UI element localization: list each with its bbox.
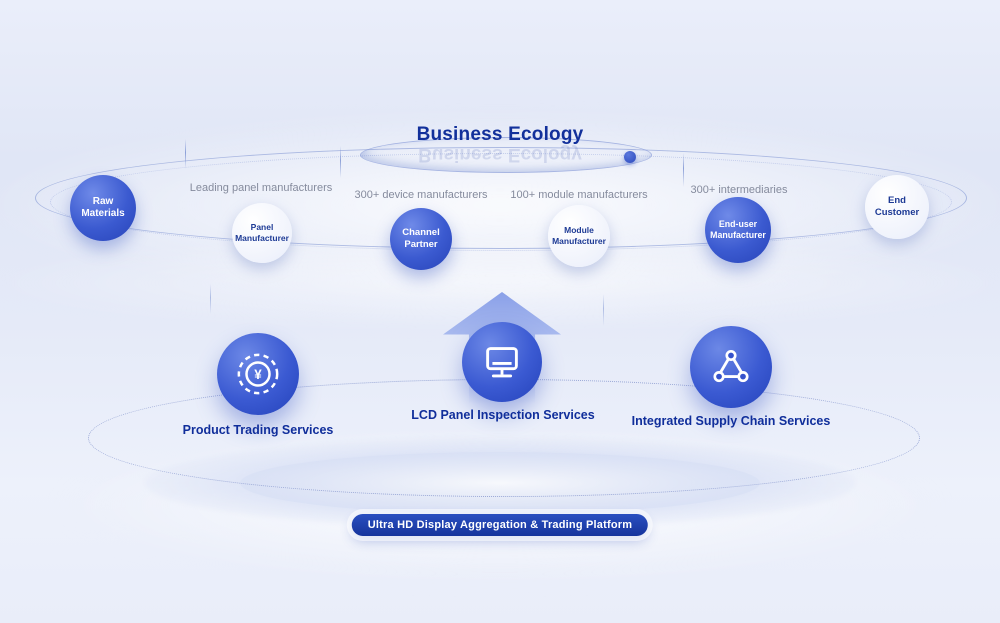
orbit-tick — [185, 139, 186, 169]
monitor-icon — [486, 347, 518, 378]
node-end-user-manufacturer: End-user Manufacturer — [705, 197, 771, 263]
orbit-dot — [624, 151, 636, 163]
node-label: Panel Manufacturer — [235, 222, 289, 243]
service-supply-chain-circle — [690, 326, 772, 408]
service-product-trading-circle: ¥ — [217, 333, 299, 415]
orbit-tick — [210, 284, 211, 314]
share-nodes-icon — [713, 349, 749, 383]
segment-label-device: 300+ device manufacturers — [354, 189, 488, 201]
node-label: End Customer — [874, 195, 920, 218]
node-channel-partner: Channel Partner — [390, 208, 452, 270]
node-panel-manufacturer: Panel Manufacturer — [232, 203, 292, 263]
node-module-manufacturer: Module Manufacturer — [548, 205, 610, 267]
node-label: Raw Materials — [81, 195, 125, 220]
svg-text:¥: ¥ — [254, 367, 262, 382]
title-orbit-ellipse — [360, 137, 652, 173]
page-title: Business Ecology — [416, 124, 584, 145]
node-end-customer: End Customer — [865, 175, 929, 239]
orbit-tick — [683, 153, 684, 187]
segment-label-intermediaries: 300+ intermediaries — [690, 184, 788, 196]
node-label: Channel Partner — [402, 227, 440, 250]
orbit-tick — [603, 294, 604, 326]
yuan-coin-icon: ¥ — [237, 353, 279, 395]
service-label-supply-chain: Integrated Supply Chain Services — [631, 414, 831, 428]
node-raw-materials: Raw Materials — [70, 175, 136, 241]
segment-label-panel: Leading panel manufacturers — [189, 182, 333, 194]
service-lcd-inspection-circle — [462, 322, 542, 402]
node-label: End-user Manufacturer — [710, 219, 766, 240]
segment-label-module: 100+ module manufacturers — [510, 189, 648, 201]
orbit-tick — [340, 146, 341, 178]
platform-badge: Ultra HD Display Aggregation & Trading P… — [351, 514, 649, 536]
page-title-reflection: Business Ecology — [418, 144, 582, 165]
service-label-lcd-inspection: LCD Panel Inspection Services — [411, 408, 595, 422]
node-label: Module Manufacturer — [552, 225, 606, 246]
service-label-product-trading: Product Trading Services — [182, 423, 334, 437]
